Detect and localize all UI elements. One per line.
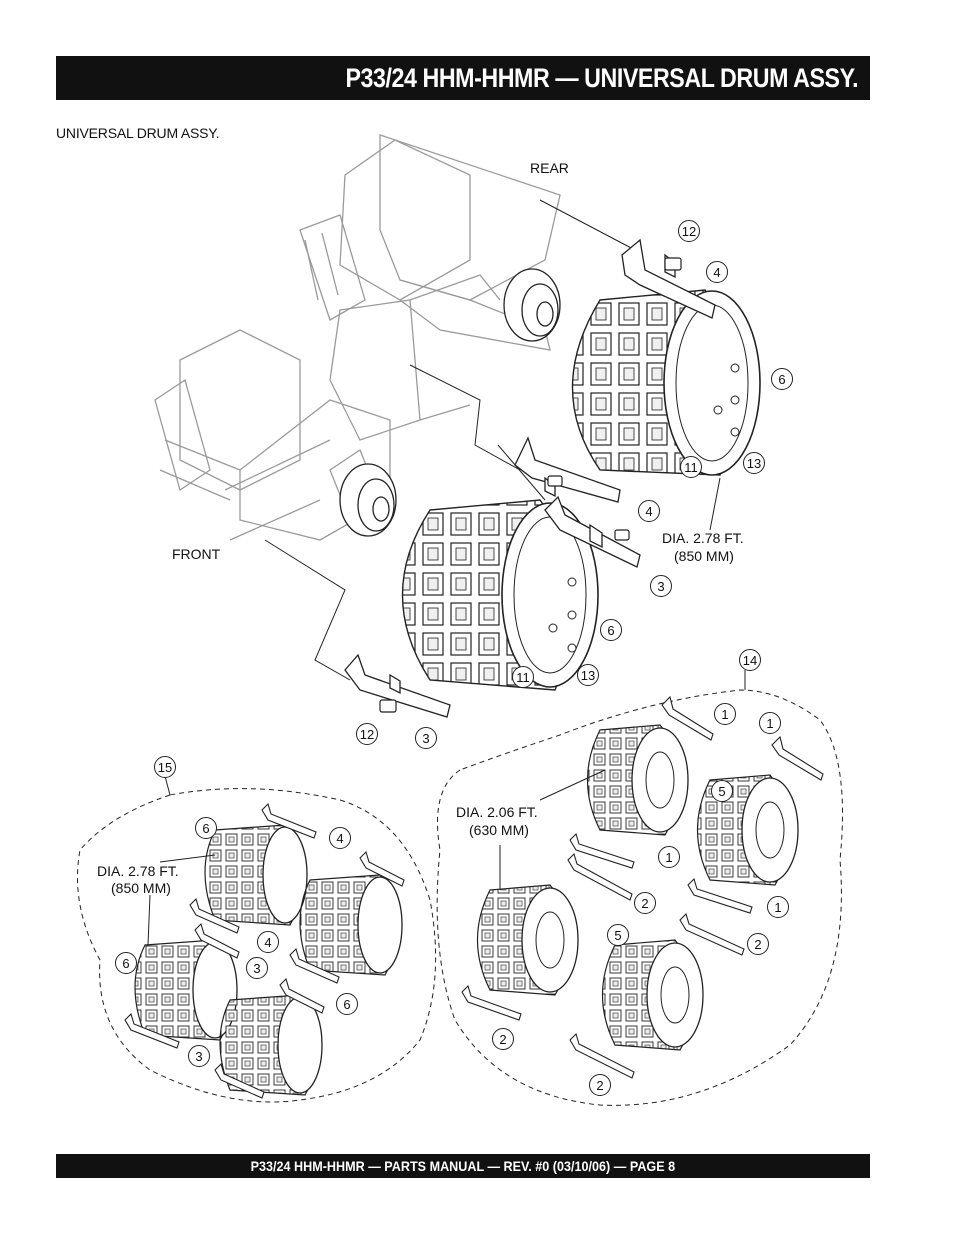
callout-number: 2 xyxy=(641,896,648,911)
callout-number: 11 xyxy=(516,670,530,685)
front-scraper-top xyxy=(544,495,641,568)
callout-circle xyxy=(600,619,622,641)
callout-number: 1 xyxy=(774,900,781,915)
callout-number: 6 xyxy=(122,956,129,971)
machine-frame xyxy=(154,134,561,541)
callout-circle xyxy=(743,452,765,474)
callout-number: 4 xyxy=(336,831,343,846)
callout-circle xyxy=(154,756,176,778)
callout-number: 6 xyxy=(607,623,614,638)
rear-label: REAR xyxy=(530,160,569,176)
front-hub xyxy=(339,463,397,537)
callout-number: 4 xyxy=(264,935,271,950)
page-title-bar: P33/24 HHM-HHMR — UNIVERSAL DRUM ASSY. xyxy=(56,56,870,100)
callout-number: 11 xyxy=(684,460,698,475)
callout-number: 1 xyxy=(721,707,728,722)
kit15-scrapers xyxy=(124,802,405,1099)
callout-number: 2 xyxy=(754,937,761,952)
section-label: UNIVERSAL DRUM ASSY. xyxy=(56,125,220,141)
callout-number: 3 xyxy=(422,731,429,746)
dim-kit14-ft: DIA. 2.06 FT. xyxy=(456,804,538,820)
front-label: FRONT xyxy=(172,546,221,562)
callout-circle xyxy=(589,1074,611,1096)
callout-number: 2 xyxy=(596,1078,603,1093)
callout-circle xyxy=(492,1028,514,1050)
kit14-drums xyxy=(477,724,799,1051)
callout-circle xyxy=(680,456,702,478)
rear-drum xyxy=(571,289,761,476)
front-scraper-bottom xyxy=(344,653,451,718)
rear-hub xyxy=(503,268,561,342)
callout-circle xyxy=(195,817,217,839)
callout-circle xyxy=(336,993,358,1015)
callout-circle xyxy=(415,727,437,749)
callout-circle xyxy=(329,827,351,849)
leader-lines xyxy=(264,199,636,681)
callout-circle xyxy=(771,368,793,390)
callout-circle xyxy=(638,500,660,522)
dim-rear-ft: DIA. 2.78 FT. xyxy=(662,530,744,546)
callout-circle xyxy=(577,664,599,686)
kit14-scrapers xyxy=(461,695,824,1079)
callout-circle xyxy=(739,649,761,671)
callout-number: 3 xyxy=(195,1049,202,1064)
callout-number: 3 xyxy=(253,961,260,976)
callout-number: 13 xyxy=(747,456,761,471)
callout-circle xyxy=(356,723,378,745)
dim-rear-mm: (850 MM) xyxy=(674,548,734,564)
callout-number: 6 xyxy=(778,372,785,387)
dim-kit15-mm: (850 MM) xyxy=(111,880,171,896)
dim-kit14-mm: (630 MM) xyxy=(469,822,529,838)
callout-circle xyxy=(767,896,789,918)
front-drum xyxy=(401,499,599,691)
callout-number: 2 xyxy=(499,1032,506,1047)
bolts xyxy=(379,257,682,713)
callout-number: 4 xyxy=(713,265,720,280)
kit-outline-14 xyxy=(436,689,843,1106)
callout-circle xyxy=(115,952,137,974)
callout-number: 6 xyxy=(343,997,350,1012)
callout-circle xyxy=(678,220,700,242)
dim-kit15-ft: DIA. 2.78 FT. xyxy=(97,863,179,879)
callout-number: 13 xyxy=(581,668,595,683)
callout-number: 14 xyxy=(743,653,757,668)
callout-circle xyxy=(711,780,733,802)
callout-number: 12 xyxy=(682,224,696,239)
callout-number: 5 xyxy=(614,928,621,943)
callout-circle xyxy=(706,261,728,283)
callout-number: 6 xyxy=(202,821,209,836)
callout-circle xyxy=(658,846,680,868)
callout-number: 5 xyxy=(718,784,725,799)
callout-circle xyxy=(747,933,769,955)
callout-circle xyxy=(607,924,629,946)
callout-circle xyxy=(650,575,672,597)
kit15-drums xyxy=(134,824,403,1096)
callout-circle xyxy=(759,712,781,734)
callout-number: 4 xyxy=(645,504,652,519)
callout-number: 15 xyxy=(158,760,172,775)
callout-circle xyxy=(188,1045,210,1067)
kit-outline-15 xyxy=(77,788,437,1103)
callout-number: 1 xyxy=(665,850,672,865)
callout-number: 1 xyxy=(766,716,773,731)
callout-circle xyxy=(246,957,268,979)
kit-leader-lines xyxy=(147,477,746,946)
footer-bar: P33/24 HHM-HHMR — PARTS MANUAL — REV. #0… xyxy=(56,1154,870,1178)
callout-circle xyxy=(512,666,534,688)
callout-number: 3 xyxy=(657,579,664,594)
callout-circle xyxy=(257,931,279,953)
callout-number: 12 xyxy=(360,727,374,742)
page-title: P33/24 HHM-HHMR — UNIVERSAL DRUM ASSY. xyxy=(345,62,858,93)
callout-circle xyxy=(714,703,736,725)
footer-text: P33/24 HHM-HHMR — PARTS MANUAL — REV. #0… xyxy=(250,1158,676,1174)
callout-circle xyxy=(634,892,656,914)
